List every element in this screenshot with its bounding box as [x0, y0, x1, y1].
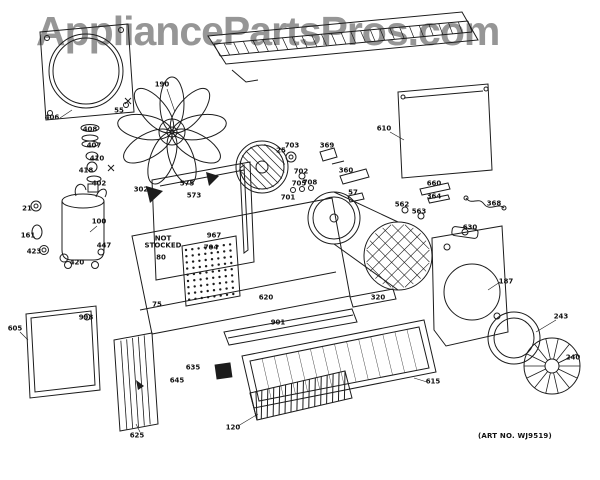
part-label: 630 — [462, 223, 478, 232]
part-label: 57 — [348, 188, 358, 197]
part-label: 625 — [129, 431, 145, 440]
part-label: 701 — [280, 193, 296, 202]
part-label: 360 — [338, 166, 354, 175]
part-label: 407 — [86, 141, 102, 150]
evaporator-coil — [181, 235, 241, 307]
part-label: 120 — [225, 423, 241, 432]
part-label: 420 — [69, 258, 85, 267]
part-label: 100 — [91, 217, 107, 226]
part-label: 967 — [206, 231, 222, 240]
part-label: NOT STOCKED — [144, 234, 182, 250]
part-label: 610 — [376, 124, 392, 133]
part-label: 418 — [78, 166, 94, 175]
grille-panel-625 — [113, 332, 159, 432]
part-label: 240 — [565, 353, 581, 362]
part-label: 703 — [284, 141, 300, 150]
part-label: 161 — [20, 231, 36, 240]
orifice-panel — [39, 23, 135, 121]
part-label: 402 — [91, 179, 107, 188]
motor-assembly — [307, 191, 433, 291]
blower-wheel — [235, 140, 289, 194]
part-label: 704 — [203, 243, 219, 252]
part-label: 320 — [370, 293, 386, 302]
part-label: 75 — [152, 300, 162, 309]
top-grille-panel — [207, 11, 479, 83]
part-label: 25 — [276, 146, 286, 155]
part-label: 369 — [319, 141, 335, 150]
base-pans — [214, 288, 437, 421]
leader-lines — [19, 88, 569, 433]
part-label: 620 — [258, 293, 274, 302]
part-label: 573 — [186, 191, 202, 200]
part-label: 364 — [426, 192, 442, 201]
motor-hardware — [285, 151, 314, 193]
part-label: 615 — [425, 377, 441, 386]
part-label: 562 — [394, 200, 410, 209]
part-label: 410 — [89, 154, 105, 163]
left-small-parts — [30, 200, 105, 263]
fan-mounting-hardware — [80, 97, 132, 193]
part-label: 80 — [156, 253, 166, 262]
part-label: 21 — [22, 204, 32, 213]
left-panel-605 — [25, 305, 101, 399]
condenser-fan — [117, 76, 227, 185]
part-label: 635 — [185, 363, 201, 372]
part-label: 605 — [7, 324, 23, 333]
part-label: 406 — [44, 113, 60, 122]
part-label: 702 — [293, 167, 309, 176]
part-label: 447 — [96, 241, 112, 250]
art-number: (ART NO. WJ9519) — [478, 432, 552, 440]
part-label: 998 — [78, 313, 94, 322]
part-label: 708 — [302, 178, 318, 187]
part-label: 645 — [169, 376, 185, 385]
part-label: 55 — [114, 106, 124, 115]
part-label: 660 — [426, 179, 442, 188]
flow-arrows — [146, 172, 219, 203]
part-label: 187 — [498, 277, 514, 286]
part-label: 901 — [270, 318, 286, 327]
part-label: 302 — [133, 185, 149, 194]
side-panel-610 — [397, 83, 493, 179]
part-label: 705 — [291, 179, 307, 188]
part-label: 575 — [179, 179, 195, 188]
part-label: 190 — [154, 80, 170, 89]
chassis-base — [131, 161, 351, 335]
part-label: 408 — [82, 125, 98, 134]
brackets-and-wiring — [319, 147, 507, 239]
part-label: 243 — [553, 312, 569, 321]
part-label: 368 — [486, 199, 502, 208]
fan-rings — [487, 311, 581, 395]
part-label: 423 — [26, 247, 42, 256]
part-label: 563 — [411, 207, 427, 216]
